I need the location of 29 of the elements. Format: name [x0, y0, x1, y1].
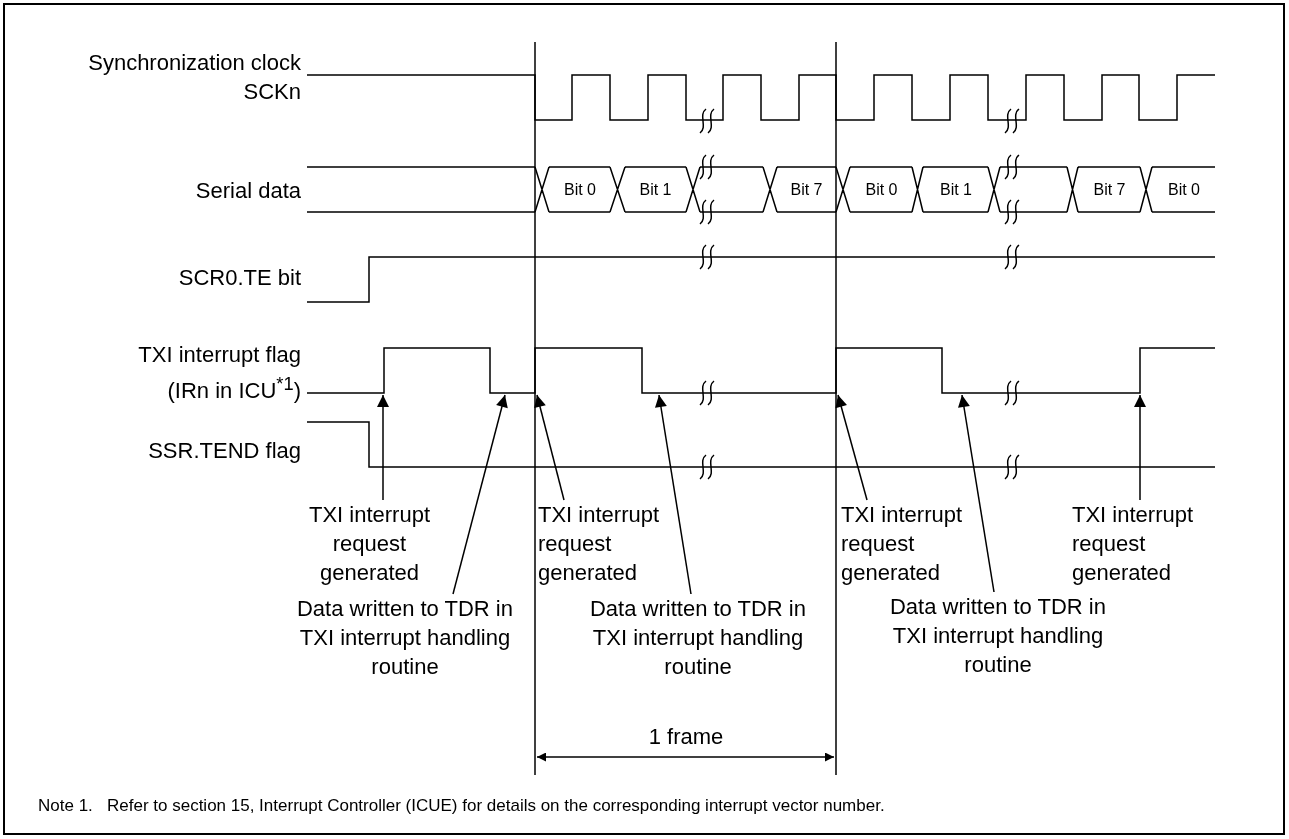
signal-label: Serial data [194, 177, 301, 205]
footnote: Note 1. Refer to section 15, Interrupt Controller (ICUE) for details on the corresponding interrupt vector number. [38, 796, 885, 816]
signal-label: SCR0.TE bit [177, 264, 301, 292]
bit-label: Bit 0 [563, 181, 597, 199]
bit-label: Bit 7 [1092, 181, 1127, 199]
annotation-text: TXI interrupt request generated [1072, 500, 1217, 587]
annotation-text: Data written to TDR in TXI interrupt handling routine [280, 594, 530, 681]
leader-line [1134, 394, 1146, 501]
leader-line [958, 394, 995, 593]
annotation-text: TXI interrupt request generated [297, 500, 442, 587]
signal-label: Synchronization clock SCKn [87, 49, 301, 106]
leader-line [377, 394, 389, 501]
leader-line [655, 394, 692, 595]
bit-label: Bit 0 [864, 181, 899, 199]
leader-line [835, 394, 868, 501]
signal-label: SSR.TEND flag [147, 437, 301, 465]
annotation-text: TXI interrupt request generated [538, 500, 674, 587]
bit-label: Bit 7 [789, 181, 824, 199]
leader-line [534, 394, 565, 501]
bit-label: Bit 1 [939, 181, 973, 199]
annotation-text: Data written to TDR in TXI interrupt handling routine [873, 592, 1123, 679]
annotation-text: TXI interrupt request generated [841, 500, 977, 587]
bit-label: Bit 0 [1167, 181, 1201, 199]
annotation-text: Data written to TDR in TXI interrupt handling routine [573, 594, 823, 681]
signal-label: TXI interrupt flag (IRn in ICU$^{*1}$) [137, 341, 301, 406]
dimension-label: 1 frame [647, 723, 725, 751]
flag-waveform [306, 347, 1216, 394]
leader-line [452, 394, 508, 595]
bit-label: Bit 1 [638, 181, 673, 199]
